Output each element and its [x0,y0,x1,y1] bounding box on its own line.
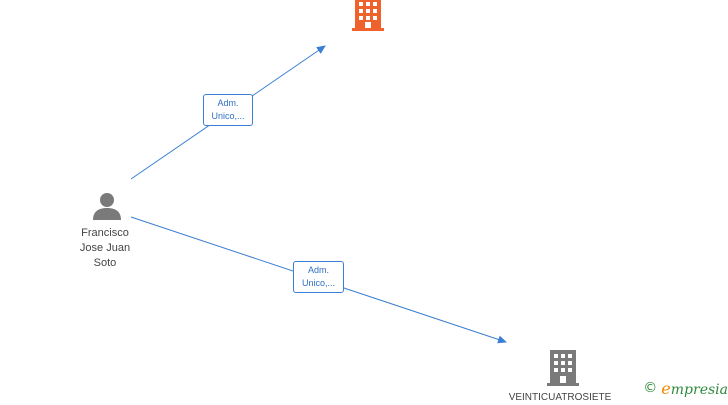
brand-watermark: © empresia [643,378,728,398]
edge-label-top-line-1: Adm. [217,98,239,108]
person-name-line-1: Francisco [81,227,129,239]
edge-label-bottom[interactable]: Adm. Unico,... [293,261,344,293]
building-icon[interactable] [352,0,384,32]
edge-label-top[interactable]: Adm. Unico,... [203,94,253,126]
copyright-icon: © [643,380,658,396]
building-icon[interactable] [547,350,579,386]
edge-label-top-line-2: Unico,... [211,111,245,121]
person-name-line-2: Jose Juan [79,242,131,254]
edge-label-bottom-line-2: Unico,... [301,278,335,288]
brand-logo: empresia [661,379,728,398]
edge-label-bottom-line-1: Adm. [307,265,329,275]
person-icon[interactable] [91,191,123,221]
brand-logo-initial: e [661,378,671,398]
person-name-line-3: Soto [93,257,117,269]
person-name[interactable]: Francisco Jose Juan Soto [60,226,150,271]
company-name[interactable]: VEINTICUATROSIETE [508,392,612,403]
brand-logo-rest: mpresia [670,381,728,398]
